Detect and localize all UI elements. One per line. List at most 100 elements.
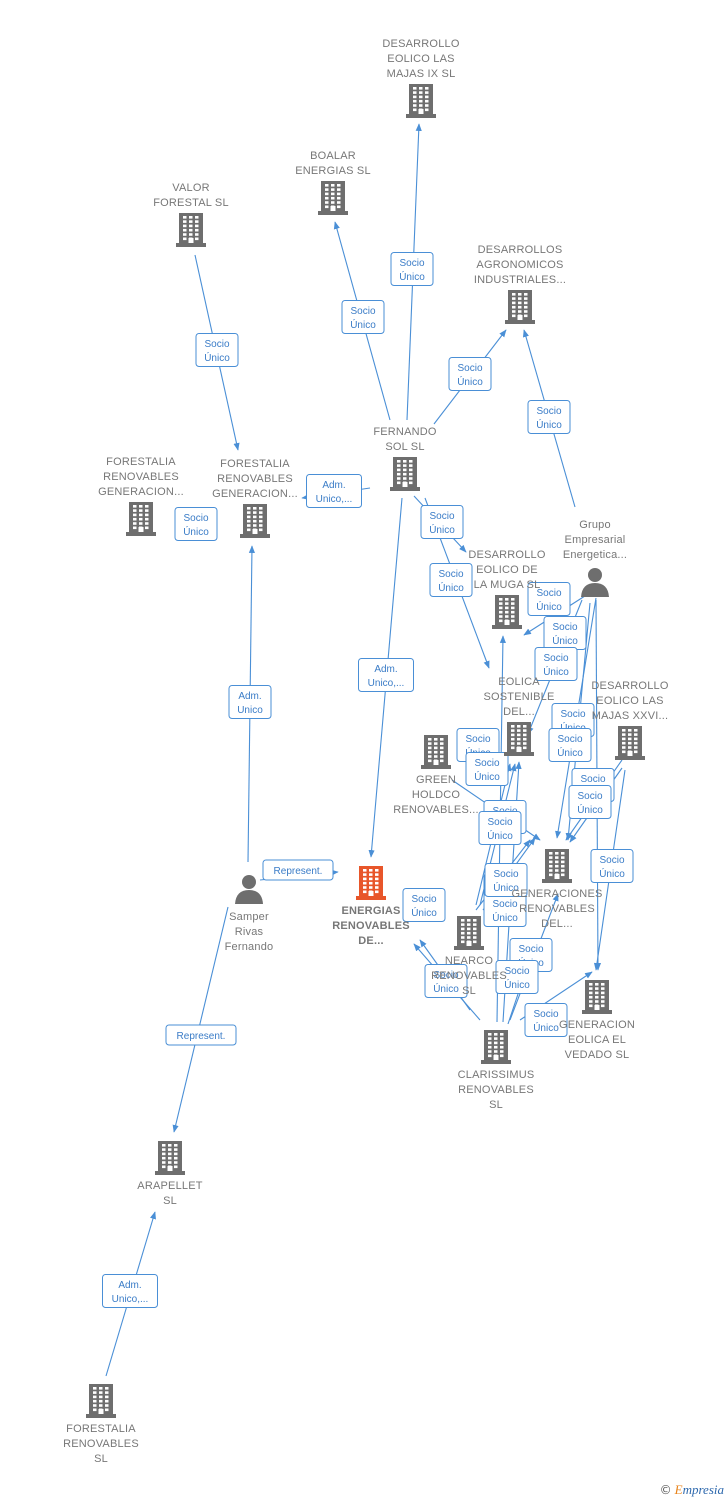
edge-label-text: Único	[536, 600, 562, 613]
building-icon	[356, 866, 386, 900]
edge-label-text: Único	[599, 867, 625, 880]
edge-label-text: Represent.	[274, 866, 323, 877]
node-dai[interactable]: DESARROLLOSAGRONOMICOSINDUSTRIALES...	[474, 244, 566, 324]
node-label-line: RENOVABLES...	[393, 804, 479, 816]
edge-label-text: Socio	[429, 511, 454, 522]
node-label-line: DEL...	[541, 918, 573, 930]
node-energias[interactable]: ENERGIASRENOVABLESDE...	[332, 866, 410, 947]
node-label-line: GENERACION...	[98, 486, 184, 498]
node-label-line: VEDADO SL	[565, 1049, 630, 1061]
edge-label-text: Único	[350, 318, 376, 331]
edge-label-text: Único	[474, 770, 500, 783]
edge-label[interactable]: Adm.Unico	[228, 685, 272, 719]
node-frg1[interactable]: FORESTALIARENOVABLESGENERACION...	[98, 456, 184, 536]
node-label-line: GENERACION...	[212, 488, 298, 500]
node-label-line: BOALAR	[310, 150, 356, 162]
node-label-line: DESARROLLO	[468, 549, 545, 561]
node-label-line: MAJAS XXVI...	[592, 710, 669, 722]
edge-label-text: Socio	[599, 855, 624, 866]
node-grupo[interactable]: GrupoEmpresarialEnergetica...	[563, 519, 627, 597]
node-label-line: MAJAS IX SL	[387, 68, 456, 80]
node-label-line: EOLICO LAS	[387, 53, 454, 65]
edge-label-text: Socio	[536, 406, 561, 417]
edge-label-text: Socio	[399, 258, 424, 269]
edge-label-text: Unico,...	[316, 494, 353, 505]
edge-label-text: Socio	[411, 894, 436, 905]
node-label-line: Rivas	[235, 926, 264, 938]
node-label-line: RENOVABLES	[63, 1438, 139, 1450]
node-generaciones[interactable]: GENERACIONESRENOVABLESDEL...	[511, 849, 602, 930]
node-label-line: SOL SL	[385, 441, 424, 453]
edge-samper-arapellet	[172, 906, 229, 1133]
person-icon	[581, 568, 609, 597]
node-label-line: DE...	[358, 935, 383, 947]
edge-label[interactable]: Represent.	[165, 1024, 237, 1046]
node-label-line: Grupo	[579, 519, 611, 531]
edge-label[interactable]: Adm.Unico,...	[358, 658, 414, 692]
building-icon	[421, 735, 451, 769]
edge-label[interactable]: Represent.	[262, 859, 334, 881]
edge-label-text: Socio	[536, 588, 561, 599]
node-label-line: Empresarial	[565, 534, 626, 546]
node-label-line: ENERGIAS SL	[295, 165, 371, 177]
edge-label-text: Único	[433, 982, 459, 995]
building-icon	[86, 1384, 116, 1418]
building-icon	[542, 849, 572, 883]
building-icon	[454, 916, 484, 950]
node-boalar[interactable]: BOALAR ENERGIAS SL	[295, 150, 371, 215]
edge-label[interactable]: Adm.Unico,...	[102, 1274, 158, 1308]
building-icon	[176, 213, 206, 247]
edge-label-text: Único	[536, 418, 562, 431]
edge-label-text: Socio	[493, 869, 518, 880]
node-green[interactable]: GREENHOLDCORENOVABLES...	[393, 735, 479, 816]
building-icon	[504, 722, 534, 756]
node-label-line: HOLDCO	[412, 789, 461, 801]
footer-brand[interactable]: ©Empresia	[660, 1482, 724, 1498]
building-icon	[615, 726, 645, 760]
node-label-line: Samper	[229, 911, 269, 923]
node-label-line: CLARISSIMUS	[458, 1069, 535, 1081]
building-icon	[155, 1141, 185, 1175]
building-icon	[505, 290, 535, 324]
building-icon	[126, 502, 156, 536]
node-frg2[interactable]: FORESTALIARENOVABLESGENERACION...	[212, 458, 298, 538]
edge-label[interactable]: Adm.Unico,...	[306, 474, 362, 508]
edge-label-text: Socio	[543, 653, 568, 664]
edge-label-text: Único	[492, 911, 518, 924]
edge-label-text: Socio	[474, 758, 499, 769]
node-eolica[interactable]: EOLICASOSTENIBLEDEL...	[483, 676, 554, 756]
